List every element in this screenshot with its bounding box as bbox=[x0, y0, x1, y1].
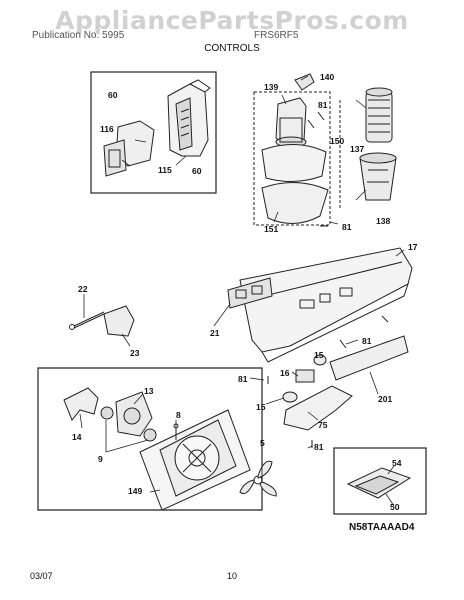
callout-22: 22 bbox=[78, 284, 88, 294]
callout-137: 137 bbox=[350, 144, 364, 154]
inset-box-right bbox=[333, 447, 427, 515]
callout-201: 201 bbox=[378, 394, 392, 404]
callout-16: 16 bbox=[280, 368, 290, 378]
part-75-bracket bbox=[283, 385, 353, 431]
part-17-control-housing bbox=[239, 247, 413, 363]
screw-markers bbox=[267, 111, 389, 448]
model-number: FRS6RF5 bbox=[254, 30, 299, 41]
callout-9: 9 bbox=[98, 454, 103, 464]
callout-151: 151 bbox=[264, 224, 278, 234]
callout-15: 15 bbox=[314, 350, 324, 360]
part-15-lamp bbox=[282, 354, 327, 403]
part-22-shaft bbox=[69, 311, 105, 330]
footer-page-number: 10 bbox=[227, 571, 238, 581]
callout-81: 81 bbox=[342, 222, 352, 232]
part-151-cover bbox=[261, 143, 329, 224]
callout-75: 75 bbox=[318, 420, 328, 430]
diagram-code: N58TAAAAD4 bbox=[349, 522, 415, 533]
part-60-panel bbox=[167, 79, 211, 157]
callout-138: 138 bbox=[376, 216, 390, 226]
callout-115: 115 bbox=[158, 165, 172, 175]
callout-5: 5 bbox=[260, 438, 265, 448]
callout-81: 81 bbox=[318, 100, 328, 110]
part-201-overlay bbox=[329, 335, 409, 381]
callout-23: 23 bbox=[130, 348, 140, 358]
part-21-control-label bbox=[227, 277, 273, 309]
callout-60: 60 bbox=[192, 166, 202, 176]
callout-50: 50 bbox=[390, 502, 400, 512]
callout-15: 15 bbox=[256, 402, 266, 412]
part-137-filter-cartridge bbox=[365, 87, 393, 143]
callout-149: 149 bbox=[128, 486, 142, 496]
section-title: CONTROLS bbox=[204, 43, 260, 54]
callout-81: 81 bbox=[362, 336, 372, 346]
part-149-fan-shroud bbox=[139, 409, 251, 511]
callout-150: 150 bbox=[330, 136, 344, 146]
part-14-bracket bbox=[63, 387, 99, 421]
part-139-filter-head bbox=[275, 97, 307, 148]
fan-assembly-box bbox=[37, 367, 263, 511]
footer-date: 03/07 bbox=[30, 571, 53, 581]
part-115-housing bbox=[103, 120, 155, 177]
callout-116: 116 bbox=[100, 124, 114, 134]
callout-8: 8 bbox=[176, 410, 181, 420]
callout-81: 81 bbox=[238, 374, 248, 384]
callout-14: 14 bbox=[72, 432, 82, 442]
leader-lines bbox=[79, 75, 405, 507]
part-16-thermostat bbox=[295, 369, 315, 383]
callout-81: 81 bbox=[314, 442, 324, 452]
callout-139: 139 bbox=[264, 82, 278, 92]
publication-number: Publication No. 5995 bbox=[32, 30, 125, 41]
part-138-filter-bowl bbox=[359, 152, 397, 201]
part-54-50-assembly bbox=[346, 467, 412, 499]
callout-13: 13 bbox=[144, 386, 154, 396]
part-23-knob bbox=[103, 305, 135, 337]
part-13-fan-motor bbox=[115, 391, 153, 437]
callout-140: 140 bbox=[320, 72, 334, 82]
callout-labels: 60 116 115 60 139 140 81 150 137 151 81 … bbox=[72, 72, 418, 512]
part-9-grommets bbox=[100, 406, 157, 442]
callout-21: 21 bbox=[210, 328, 220, 338]
callout-54: 54 bbox=[392, 458, 402, 468]
filter-group-outline bbox=[253, 91, 331, 226]
watermark: AppliancePartsPros.com bbox=[55, 6, 409, 35]
callout-60: 60 bbox=[108, 90, 118, 100]
callout-17: 17 bbox=[408, 242, 418, 252]
inset-box-left bbox=[90, 71, 217, 194]
part-140-elbow bbox=[294, 73, 315, 91]
